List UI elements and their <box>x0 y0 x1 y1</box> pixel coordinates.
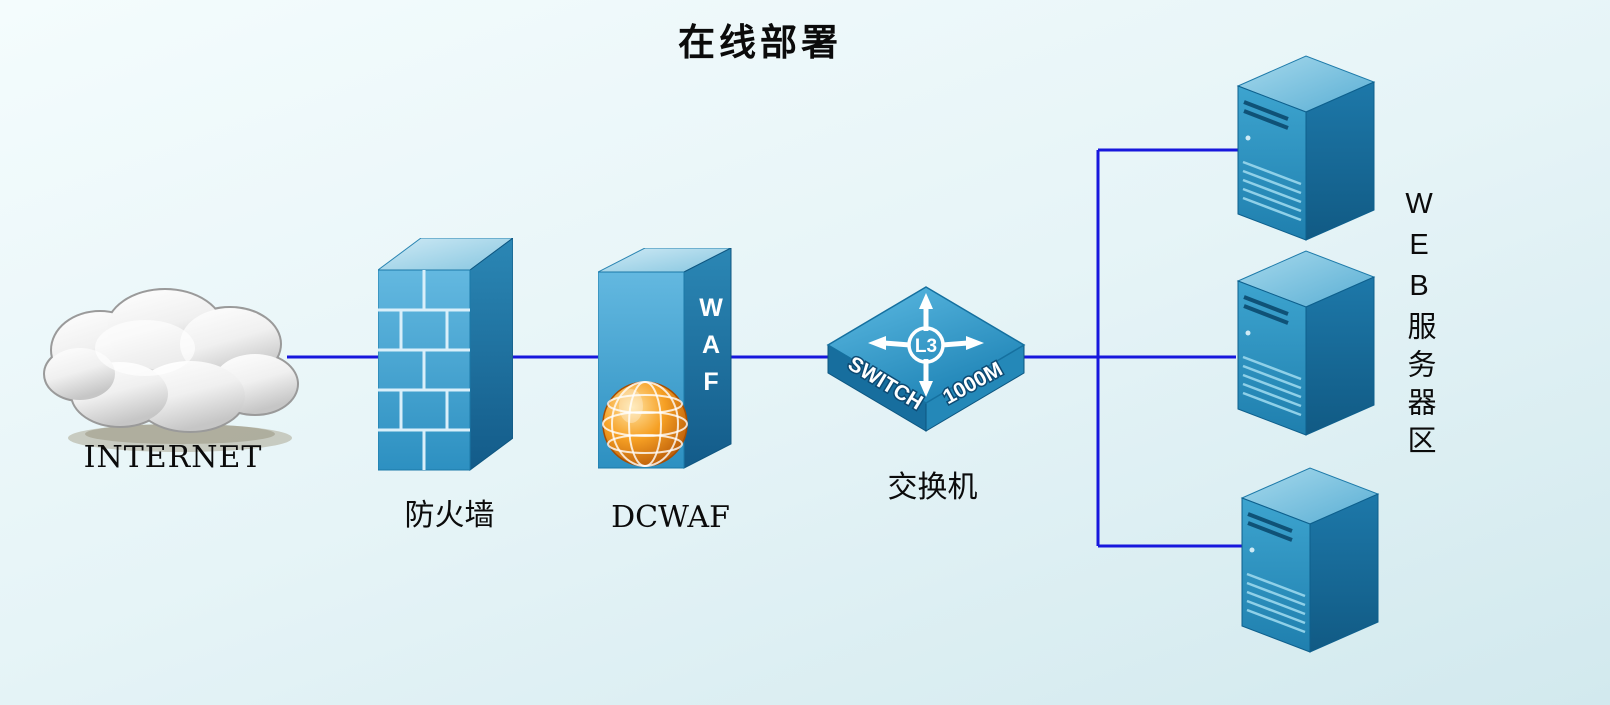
web-server-node-2 <box>1228 243 1383 438</box>
waf-label: DCWAF <box>611 500 730 535</box>
switch-node: L3 SWITCH 1000M <box>826 285 1026 445</box>
internet-cloud-node <box>40 278 300 458</box>
web-servers-label: WEB服务器区 <box>1403 188 1435 463</box>
web-server-node-1 <box>1228 48 1383 243</box>
page-title: 在线部署 <box>678 22 842 63</box>
internet-label: INTERNET <box>83 440 263 475</box>
waf-node <box>598 248 733 470</box>
cloud-icon <box>43 288 299 452</box>
waf-device-text: WAF <box>697 294 725 405</box>
server-icon <box>1240 467 1380 653</box>
server-icon <box>1236 55 1376 241</box>
switch-label: 交换机 <box>887 471 978 504</box>
server-icon <box>1236 250 1376 436</box>
waf-icon <box>598 248 732 469</box>
globe-icon <box>602 381 688 467</box>
switch-l3-badge: L3 <box>915 336 937 357</box>
firewall-icon <box>378 238 513 471</box>
firewall-label: 防火墙 <box>404 499 495 532</box>
switch-icon: L3 SWITCH 1000M <box>826 286 1026 432</box>
firewall-node <box>378 238 513 473</box>
web-server-node-3 <box>1232 460 1387 655</box>
